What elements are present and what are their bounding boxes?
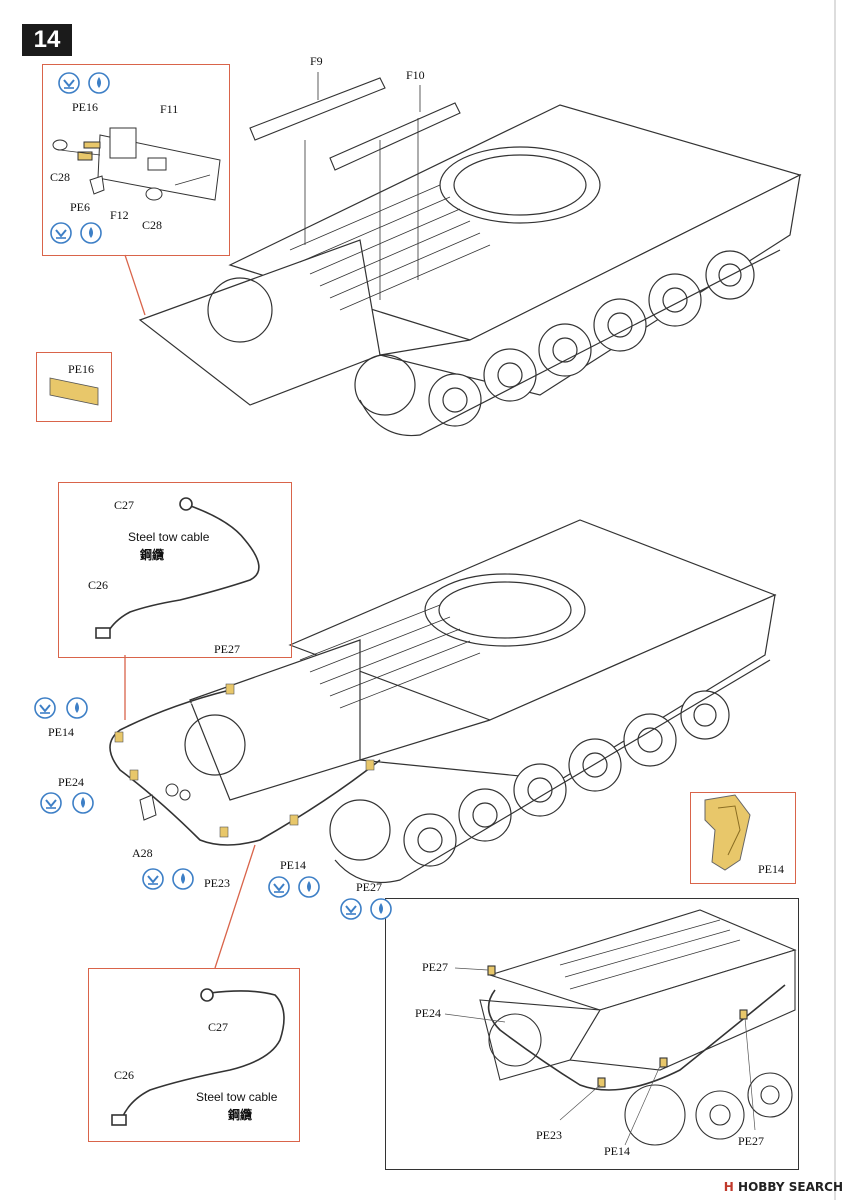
label-c26-a: C26	[88, 578, 109, 592]
pe14-callout	[690, 792, 796, 884]
label-steel-tow-cable-b-cn: 鋼纜	[228, 1108, 253, 1122]
step-number-badge: 14	[22, 24, 72, 56]
fold-down-icon	[50, 222, 72, 244]
glue-drop-icon	[72, 792, 94, 814]
fold-down-icon	[58, 72, 80, 94]
label-c27-b: C27	[208, 1020, 229, 1034]
label-c28-b: C28	[142, 218, 163, 232]
label-steel-tow-cable-a-cn: 鋼纜	[140, 548, 165, 562]
glue-drop-icon	[298, 876, 320, 898]
fold-down-icon	[340, 898, 362, 920]
label-pe24-b: PE24	[415, 1006, 442, 1020]
label-f9: F9	[310, 54, 323, 68]
pe16-callout	[36, 352, 112, 422]
label-c26-b: C26	[114, 1068, 135, 1082]
a28-part	[139, 783, 191, 821]
label-c28-a: C28	[50, 170, 71, 184]
inset-closeup-drawing	[479, 909, 797, 1146]
label-f10: F10	[406, 68, 425, 82]
inset-leaders	[444, 967, 756, 1146]
fold-down-icon	[40, 792, 62, 814]
middle-hull-drawing	[184, 519, 777, 884]
watermark: H HOBBY SEARCH	[724, 1180, 843, 1194]
pe16-detail-drawing	[49, 377, 99, 406]
label-pe14-d: PE14	[604, 1144, 631, 1158]
glue-drop-icon	[66, 697, 88, 719]
label-pe16-a: PE16	[72, 100, 99, 114]
tow-cable-callout-a	[58, 482, 292, 658]
tow-cable-route	[109, 689, 381, 846]
label-pe24-a: PE24	[58, 775, 85, 789]
glue-drop-icon	[88, 72, 110, 94]
glue-drop-icon	[80, 222, 102, 244]
label-c27-a: C27	[114, 498, 135, 512]
label-pe23-b: PE23	[536, 1128, 563, 1142]
label-f11: F11	[160, 102, 179, 116]
upper-hull-drawing	[138, 104, 802, 437]
label-a28: A28	[132, 846, 153, 860]
label-steel-tow-cable-b: Steel tow cable	[196, 1090, 278, 1104]
watermark-text: HOBBY SEARCH	[738, 1180, 843, 1194]
label-pe27-a: PE27	[214, 642, 241, 656]
glue-drop-icon	[172, 868, 194, 890]
tow-cable-detail-a	[95, 497, 260, 639]
cable-clips	[114, 683, 375, 838]
fold-down-icon	[268, 876, 290, 898]
label-pe14-a: PE14	[48, 725, 75, 739]
label-pe16-b: PE16	[68, 362, 95, 376]
rear-plate-callout-drawing	[52, 127, 221, 201]
pe14-clip-detail	[704, 794, 751, 871]
closeup-inset	[385, 898, 799, 1170]
label-pe23-a: PE23	[204, 876, 231, 890]
label-pe27-d: PE27	[738, 1134, 765, 1148]
fold-down-icon	[142, 868, 164, 890]
glue-drop-icon	[370, 898, 392, 920]
label-f12: F12	[110, 208, 129, 222]
rear-plate-callout	[42, 64, 230, 256]
watermark-mark: H	[723, 1180, 734, 1194]
label-pe14-b: PE14	[280, 858, 307, 872]
label-pe14-c: PE14	[758, 862, 785, 876]
label-pe6: PE6	[70, 200, 91, 214]
fold-down-icon	[34, 697, 56, 719]
fender-parts	[249, 72, 461, 300]
label-pe27-c: PE27	[422, 960, 449, 974]
tow-cable-callout-b	[88, 968, 300, 1142]
tow-cable-detail-b	[111, 988, 285, 1126]
label-pe27-b: PE27	[356, 880, 383, 894]
label-steel-tow-cable-a: Steel tow cable	[128, 530, 210, 544]
